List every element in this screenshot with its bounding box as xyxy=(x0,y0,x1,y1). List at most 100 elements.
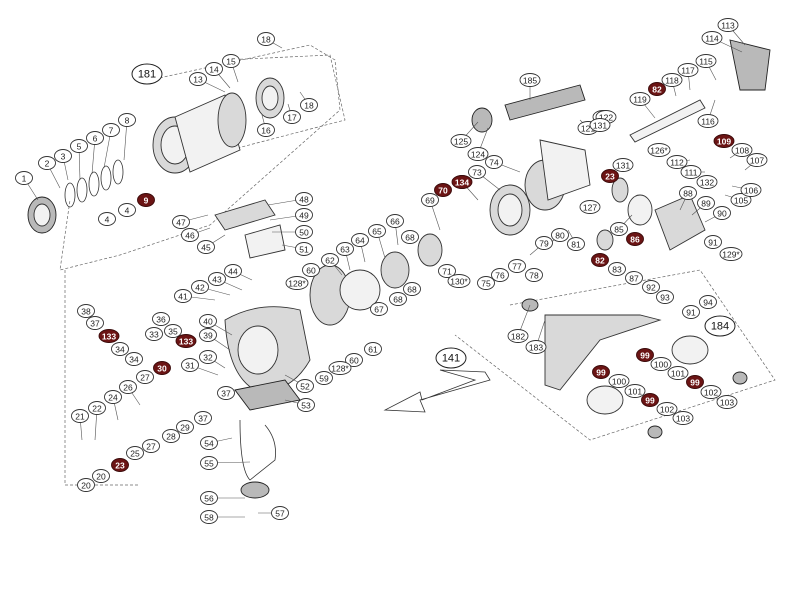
part-number-label: 46 xyxy=(185,231,195,241)
part-number-label: 53 xyxy=(301,401,311,411)
part-callout-100: 100 xyxy=(608,374,630,388)
part-number-label: 125 xyxy=(454,137,468,147)
spool-assembly xyxy=(27,77,285,234)
part-number-label: 70 xyxy=(438,186,448,196)
part-number-label: 94 xyxy=(703,298,713,308)
part-callout-26: 26 xyxy=(119,380,137,394)
assembly-group-label: 181 xyxy=(131,63,163,85)
part-callout-80: 80 xyxy=(551,228,569,242)
part-number-label: 68 xyxy=(407,285,417,295)
part-callout-128-star: 128* xyxy=(285,276,309,290)
part-callout-82: 82 xyxy=(591,253,609,267)
part-number-label: 122 xyxy=(599,113,613,123)
part-callout-61: 61 xyxy=(364,342,382,356)
part-callout-40: 40 xyxy=(199,314,217,328)
part-callout-119: 119 xyxy=(629,92,651,106)
part-number-label: 183 xyxy=(529,343,543,353)
part-callout-37: 37 xyxy=(194,411,212,425)
part-number-label: 71 xyxy=(442,267,452,277)
part-callout-16: 16 xyxy=(257,123,275,137)
part-callout-129-star: 129* xyxy=(719,247,743,261)
part-number-label: 64 xyxy=(355,236,365,246)
part-callout-54: 54 xyxy=(200,436,218,450)
part-callout-103: 103 xyxy=(716,395,738,409)
part-callout-79: 79 xyxy=(535,236,553,250)
part-callout-21: 21 xyxy=(71,409,89,423)
part-callout-17: 17 xyxy=(283,110,301,124)
part-number-label: 128* xyxy=(288,279,306,289)
part-callout-52: 52 xyxy=(296,379,314,393)
part-callout-183: 183 xyxy=(525,340,547,354)
part-number-label: 5 xyxy=(77,142,82,152)
part-callout-24: 24 xyxy=(104,390,122,404)
part-callout-29: 29 xyxy=(176,420,194,434)
part-number-label: 118 xyxy=(665,76,679,86)
part-number-label: 27 xyxy=(140,373,150,383)
part-number-label: 45 xyxy=(201,243,211,253)
part-number-label: 128* xyxy=(331,364,349,374)
part-callout-76: 76 xyxy=(491,268,509,282)
part-callout-46: 46 xyxy=(181,228,199,242)
part-callout-102: 102 xyxy=(656,402,678,416)
part-callout-6: 6 xyxy=(86,131,104,145)
part-callout-71: 71 xyxy=(438,264,456,278)
part-number-label: 32 xyxy=(203,353,213,363)
part-callout-125: 125 xyxy=(450,134,472,148)
part-number-label: 74 xyxy=(489,158,499,168)
part-number-label: 99 xyxy=(596,368,606,378)
group-number-label: 141 xyxy=(442,353,460,365)
part-callout-82: 82 xyxy=(648,82,666,96)
part-number-label: 13 xyxy=(193,75,203,85)
part-callout-68: 68 xyxy=(389,292,407,306)
part-number-label: 22 xyxy=(92,404,102,414)
part-number-label: 40 xyxy=(203,317,213,327)
part-number-label: 68 xyxy=(393,295,403,305)
part-callout-134: 134 xyxy=(451,175,473,189)
part-number-label: 101 xyxy=(671,369,685,379)
part-number-label: 33 xyxy=(149,330,159,340)
part-callout-15: 15 xyxy=(222,54,240,68)
part-callout-81: 81 xyxy=(567,237,585,251)
part-number-label: 90 xyxy=(717,209,727,219)
part-number-label: 51 xyxy=(299,245,309,255)
part-callout-101: 101 xyxy=(667,366,689,380)
part-callout-3: 3 xyxy=(54,149,72,163)
part-number-label: 55 xyxy=(204,459,214,469)
part-callout-132: 132 xyxy=(696,175,718,189)
part-callout-102: 102 xyxy=(700,385,722,399)
part-number-label: 59 xyxy=(319,374,329,384)
part-number-label: 102 xyxy=(660,405,674,415)
part-number-label: 60 xyxy=(306,266,316,276)
part-callout-58: 58 xyxy=(200,510,218,524)
part-number-label: 99 xyxy=(640,351,650,361)
body-assembly xyxy=(214,199,443,499)
part-number-label: 76 xyxy=(495,271,505,281)
part-number-label: 47 xyxy=(176,218,186,228)
part-callout-133: 133 xyxy=(98,329,120,343)
part-callout-1: 1 xyxy=(15,171,33,185)
part-number-label: 28 xyxy=(166,432,176,442)
part-callout-100: 100 xyxy=(650,357,672,371)
assembly-group-label: 184 xyxy=(704,315,736,337)
part-number-label: 39 xyxy=(203,331,213,341)
part-callout-116: 116 xyxy=(697,114,719,128)
part-callout-2: 2 xyxy=(38,156,56,170)
part-callout-8: 8 xyxy=(118,113,136,127)
direction-arrow xyxy=(383,369,491,413)
part-callout-14: 14 xyxy=(205,62,223,76)
part-number-label: 86 xyxy=(630,235,640,245)
part-callout-106: 106 xyxy=(740,183,762,197)
part-callout-37: 37 xyxy=(86,316,104,330)
part-number-label: 82 xyxy=(652,85,662,95)
part-callout-48: 48 xyxy=(295,192,313,206)
part-number-label: 36 xyxy=(156,315,166,325)
part-callout-34: 34 xyxy=(125,352,143,366)
part-number-label: 15 xyxy=(226,57,236,67)
part-number-label: 37 xyxy=(198,414,208,424)
part-callout-30: 30 xyxy=(153,361,171,375)
part-number-label: 101 xyxy=(628,387,642,397)
part-callout-92: 92 xyxy=(642,280,660,294)
part-callout-124: 124 xyxy=(467,147,489,161)
part-callout-109: 109 xyxy=(713,134,735,148)
part-callout-91: 91 xyxy=(682,305,700,319)
